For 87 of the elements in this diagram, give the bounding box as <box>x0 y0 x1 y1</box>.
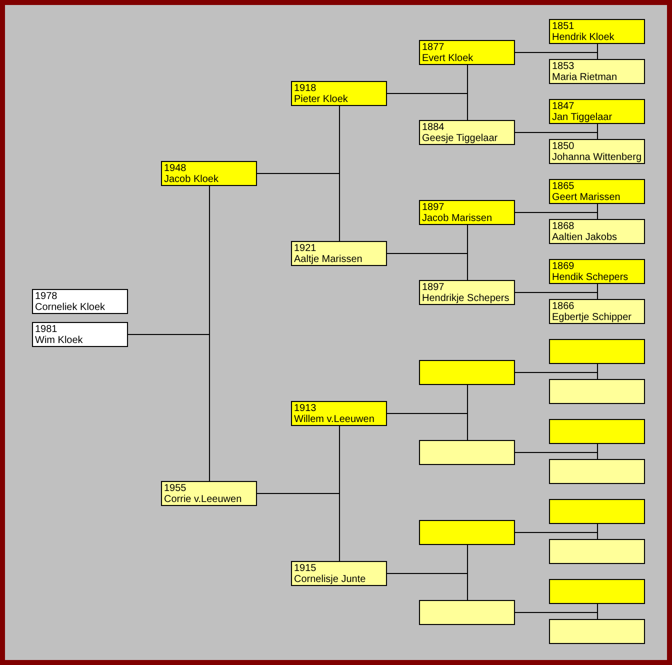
connector-line <box>386 253 468 280</box>
connector-line <box>514 212 598 220</box>
birth-year: 1868 <box>552 221 574 232</box>
birth-year: 1897 <box>422 202 444 213</box>
birth-year: 1865 <box>552 181 574 192</box>
person-box <box>419 40 515 65</box>
person-box <box>161 481 257 506</box>
person-name: Aaltje Marissen <box>294 254 362 265</box>
person-name: Geesje Tiggelaar <box>422 133 498 144</box>
empty-person-box <box>419 520 515 545</box>
empty-person-box <box>419 440 515 465</box>
person-name: Aaltien Jakobs <box>552 232 618 243</box>
connector-line <box>128 334 210 482</box>
person-name: Jacob Marissen <box>422 213 492 224</box>
connector-line <box>514 52 598 60</box>
person-box <box>32 322 128 347</box>
person-name: Johanna Wittenberg <box>552 152 642 163</box>
birth-year: 1884 <box>422 122 444 133</box>
person-box <box>291 561 387 586</box>
person-box <box>419 280 515 305</box>
person-name: Hendrikje Schepers <box>422 293 510 304</box>
birth-year: 1851 <box>552 21 574 32</box>
empty-person-box <box>549 619 645 644</box>
person-box <box>549 259 645 284</box>
person-name: Jacob Kloek <box>164 174 218 185</box>
empty-person-box <box>419 360 515 385</box>
person-box <box>549 299 645 324</box>
person-name: Willem v.Leeuwen <box>294 414 374 425</box>
person-box <box>291 241 387 266</box>
person-box <box>549 179 645 204</box>
birth-year: 1915 <box>294 563 316 574</box>
birth-year: 1866 <box>552 301 574 312</box>
person-box <box>419 120 515 145</box>
empty-person-box <box>549 379 645 404</box>
birth-year: 1853 <box>552 61 574 72</box>
person-name: Hendik Schepers <box>552 272 628 283</box>
person-box <box>291 81 387 106</box>
connector-line <box>256 173 340 242</box>
person-name: Wim Kloek <box>35 335 83 346</box>
birth-year: 1981 <box>35 324 58 335</box>
person-name: Evert Kloek <box>422 53 474 64</box>
person-box <box>549 19 645 44</box>
person-name: Maria Rietman <box>552 72 618 83</box>
birth-year: 1948 <box>164 163 186 174</box>
person-box <box>419 200 515 225</box>
person-box <box>549 139 645 164</box>
connector-line <box>514 612 598 620</box>
empty-person-box <box>549 459 645 484</box>
person-name: Corneliek Kloek <box>35 302 106 313</box>
person-box <box>291 401 387 426</box>
birth-year: 1850 <box>552 141 574 152</box>
birth-year: 1869 <box>552 261 574 272</box>
person-name: Hendrik Kloek <box>552 32 614 43</box>
person-name: Corrie v.Leeuwen <box>164 494 242 505</box>
birth-year: 1918 <box>294 83 316 94</box>
connector-line <box>386 413 468 440</box>
birth-year: 1978 <box>35 291 58 302</box>
empty-person-box <box>549 499 645 524</box>
person-name: Egbertje Schipper <box>552 312 632 323</box>
birth-year: 1921 <box>294 243 316 254</box>
connector-line <box>514 292 598 300</box>
person-name: Pieter Kloek <box>294 94 348 105</box>
empty-person-box <box>549 339 645 364</box>
empty-person-box <box>549 579 645 604</box>
person-box <box>32 289 128 314</box>
empty-person-box <box>419 600 515 625</box>
birth-year: 1897 <box>422 282 444 293</box>
birth-year: 1955 <box>164 483 186 494</box>
connector-line <box>514 372 598 380</box>
person-name: Geert Marissen <box>552 192 620 203</box>
connector-line <box>514 532 598 540</box>
person-box <box>549 99 645 124</box>
empty-person-box <box>549 419 645 444</box>
person-box <box>161 161 257 186</box>
connector-line <box>514 452 598 460</box>
connector-line <box>386 573 468 600</box>
birth-year: 1847 <box>552 101 574 112</box>
person-name: Jan Tiggelaar <box>552 112 612 123</box>
birth-year: 1913 <box>294 403 316 414</box>
person-name: Cornelisje Junte <box>294 574 366 585</box>
connector-line <box>386 93 468 120</box>
empty-person-box <box>549 539 645 564</box>
birth-year: 1877 <box>422 42 444 53</box>
connector-line <box>514 132 598 140</box>
person-box <box>549 219 645 244</box>
person-box <box>549 59 645 84</box>
connector-line <box>256 493 340 562</box>
